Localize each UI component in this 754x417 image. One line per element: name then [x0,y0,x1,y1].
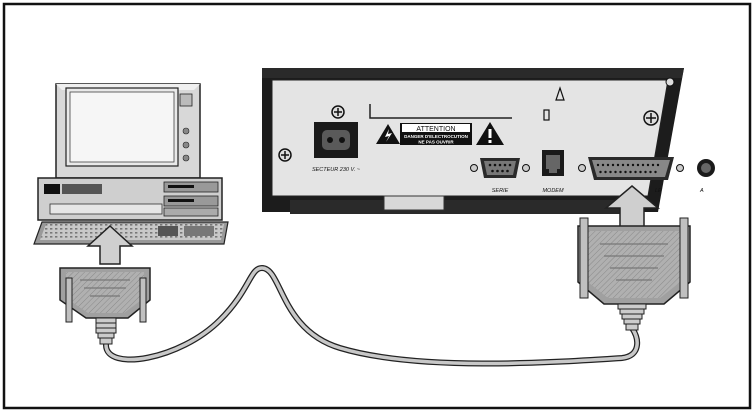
device-foot [383,195,445,211]
parallel-port-label: LE [655,188,662,194]
modem-port [542,150,564,176]
cable [103,264,641,367]
keyboard [33,221,229,245]
modem-port-label: MODEM [542,188,564,194]
parallel-port [578,157,684,180]
screw-icon [643,110,659,126]
screw-icon [331,105,345,119]
arrow-up-icon [86,224,134,265]
exclamation-warning-icon [476,122,504,145]
warning-line-1: DANGER D'ELECTROCUTION [404,134,468,139]
device-rear-panel: SECTEUR 230 V. ~ ATTENTION DANGER D'ELEC… [262,68,715,214]
lightning-warning-icon [376,124,400,144]
device-side-connector [577,185,691,331]
device-top-edge [262,68,684,78]
computer-side-connector [59,224,151,345]
round-connector [697,159,715,177]
screw-icon [665,77,675,87]
system-unit [37,177,223,221]
warning-label: ATTENTION DANGER D'ELECTROCUTION NE PAS … [400,123,472,145]
serial-port-label: SERIE [492,188,509,194]
monitor [55,83,201,179]
serial-port [470,158,530,178]
power-socket [314,122,358,158]
indicator-slot [543,109,550,121]
computer [33,83,229,245]
device-bottom-lip [290,200,620,214]
screw-icon [278,148,292,162]
power-label: SECTEUR 230 V. ~ [312,167,361,173]
label-strip [369,104,512,119]
warning-line-2: NE PAS OUVRIR [418,140,454,145]
round-connector-label: A [699,188,704,194]
indicator-triangle-icon [555,86,565,101]
warning-title: ATTENTION [416,126,455,133]
